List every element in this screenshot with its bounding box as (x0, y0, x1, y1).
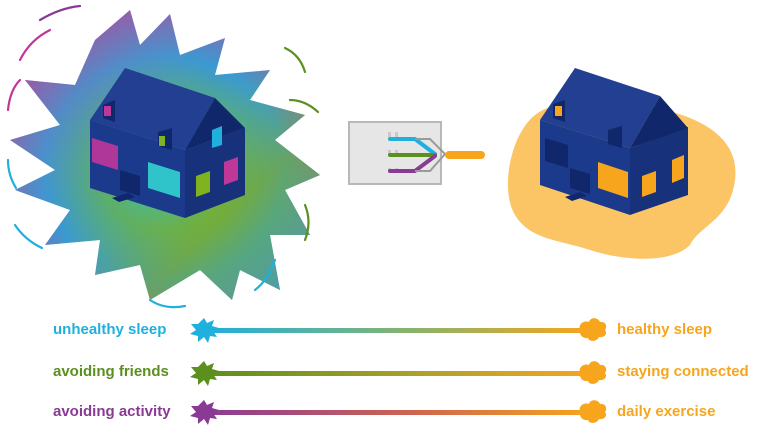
row-0-left-label: unhealthy sleep (53, 321, 167, 338)
row-2-right-label: daily exercise (617, 403, 716, 420)
row-2 (190, 400, 607, 425)
house-right (540, 68, 688, 215)
row-0-burst-icon (190, 318, 219, 343)
row-0-right-label: healthy sleep (617, 321, 713, 338)
row-1-left-label: avoiding friends (53, 363, 169, 380)
house-left (90, 68, 245, 218)
row-2-cloud-icon (579, 400, 607, 423)
row-1 (190, 361, 607, 386)
connector-plug-icon (348, 121, 485, 185)
calm-house-illustration (507, 68, 736, 259)
row-2-left-label: avoiding activity (53, 403, 171, 420)
motion-lines (6, 4, 320, 309)
row-1-burst-icon (190, 361, 219, 386)
chaotic-house-illustration (6, 4, 320, 309)
row-1-cloud-icon (579, 361, 607, 384)
row-1-right-label: staying connected (617, 363, 749, 380)
row-2-burst-icon (190, 400, 219, 425)
row-0-cloud-icon (579, 318, 607, 341)
row-0 (190, 318, 607, 343)
